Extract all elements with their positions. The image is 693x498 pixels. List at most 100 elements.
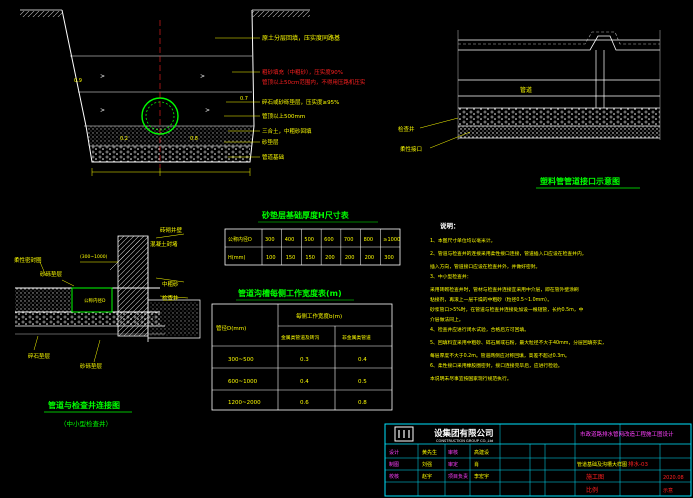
well-detail: (300~1000) 砖砌井壁 混凝土封堵 柔性密封圈 砂砾垫层 中粗砂 检查井… — [14, 226, 201, 428]
tb-name2: 肖 — [474, 461, 479, 468]
connection-detail: 管道 检查井 柔性接口 塑料管管道接口示意图 — [398, 30, 661, 189]
trench-label: 管顶以上50cm范围内，不得用压路机压实 — [262, 78, 366, 86]
col-header: 每侧工作宽度b(m) — [296, 312, 342, 320]
trench-label: 三合土，中粗砂回填 — [262, 127, 312, 135]
stage: 施工图 — [586, 473, 604, 481]
tb-name2: 李宏宇 — [474, 473, 489, 480]
notes-heading: 说明： — [440, 221, 460, 230]
company-name: 设集团有限公司 — [434, 428, 494, 439]
detail-title: 塑料管管道接口示意图 — [540, 176, 620, 186]
sand-row-header: H(mm) — [228, 255, 245, 261]
sand-dn-cell: 600 — [324, 237, 334, 243]
tb-name2: 高建设 — [474, 449, 489, 456]
note-line: 砂浆管口>5%时，在管道与检查井连接处加设一根短管，长约0.5m，中 — [430, 306, 584, 313]
sand-dn-cell: 400 — [285, 237, 295, 243]
sand-h-cell: 150 — [286, 255, 296, 261]
scale-value: 示意 — [663, 487, 673, 494]
svg-text:>: > — [100, 107, 105, 114]
well-label: 砖砌井壁 — [160, 226, 183, 234]
svg-text:>: > — [205, 107, 210, 114]
note-line: 2、管道与检查井的连接采用柔性接口连接，管道插入口应设在检查井内， — [430, 250, 587, 257]
width-row-dn: 300~500 — [228, 357, 254, 363]
well-label: 公称内径D — [84, 297, 106, 304]
sand-h-cell: 200 — [365, 255, 375, 261]
well-label: 混凝土封堵 — [150, 240, 178, 248]
dim-text: 0.2 — [120, 136, 128, 142]
sand-dn-cell: ≥1000 — [383, 237, 400, 243]
sand-dn-cell: 700 — [344, 237, 354, 243]
col-header: 金属类管道及砖沟 — [281, 334, 320, 341]
width-row-b: 0.5 — [358, 379, 367, 385]
well-label: 砂砾垫层 — [40, 270, 63, 278]
drawing-no: 排水-03 — [628, 460, 648, 468]
well-label: 碎石垫层 — [28, 352, 51, 360]
tb-role: 校核 — [389, 473, 399, 480]
company-logo — [394, 426, 414, 442]
sand-h-cell: 200 — [325, 255, 335, 261]
trench-label: 管道基础 — [262, 153, 285, 161]
sand-row-header: 公称内径D — [228, 236, 252, 243]
well-title: 管道与检查井连接图 — [48, 400, 120, 410]
scale-label: 比例 — [586, 486, 598, 494]
note-line: 插入方向，管道接口应设在检查井外，并做好密封。 — [430, 263, 540, 270]
tb-name: 赵宇 — [422, 473, 432, 480]
trench-label: 原土分层回填，压实度同路基 — [262, 34, 340, 42]
width-row-b: 0.4 — [358, 357, 367, 363]
dim-text: 0.7 — [240, 96, 248, 102]
tb-name: 黄先生 — [422, 449, 437, 456]
dim-text: 0.8 — [190, 136, 198, 142]
sand-table-title: 砂垫层基础厚度H尺寸表 — [261, 210, 350, 220]
width-row-a: 0.4 — [300, 379, 309, 385]
tb-name: 刘强 — [422, 461, 432, 468]
well-subtitle: （中小型检查井） — [60, 419, 112, 428]
dim-text: 0.9 — [74, 78, 82, 84]
sand-h-cell: 150 — [305, 255, 315, 261]
tb-role: 设计 — [389, 449, 399, 456]
svg-text:>: > — [200, 73, 205, 80]
col-header: 管径D(mm) — [216, 324, 246, 332]
title-block: 设集团有限公司 CONSTRUCTION GROUP CO.,Ltd 市政道路排… — [384, 423, 692, 497]
svg-text:>: > — [100, 73, 105, 80]
tb-role: 制图 — [389, 461, 399, 468]
width-row-a: 0.3 — [300, 357, 309, 363]
well-label: 检查井 — [162, 294, 179, 302]
drawing-name: 管道基础及沟槽大样图 — [577, 461, 627, 468]
note-line: 5、回填料宜采用中粗砂、碎石屑或石粉，最大粒径不大于40mm，分层回填夯实， — [430, 339, 607, 346]
sand-h-cell: 300 — [384, 255, 394, 261]
note-line: 介层做法同上。 — [430, 316, 464, 323]
detail-label: 管道 — [520, 86, 532, 94]
note-line: 3、中小型检查井： — [430, 273, 471, 280]
trench-label: 碎石或砂砾垫层，压实度≥95% — [262, 98, 339, 106]
width-row-b: 0.8 — [358, 400, 367, 406]
note-line: 粘接剂，再滚上一层干燥的中粗砂（粒径0.5~1.0mm）。 — [430, 296, 552, 303]
trench-label: 粗砂填充（中粗砂），压实度90% — [262, 68, 343, 76]
note-line: 本说明未尽事宜按国家现行规范执行。 — [430, 375, 512, 382]
width-row-dn: 600~1000 — [228, 379, 258, 385]
width-table: 管道沟槽每侧工作宽度表(m) 管径D(mm) 每侧工作宽度b(m) 金属类管道及… — [211, 288, 393, 411]
well-label: 柔性密封圈 — [14, 256, 42, 264]
sand-h-cell: 200 — [345, 255, 355, 261]
tb-role2: 审定 — [448, 461, 458, 468]
detail-label: 检查井 — [398, 125, 415, 133]
col-header: 非金属类管道 — [342, 334, 371, 341]
trench-section: > > > > 0.2 0.9 0.8 0.7 原土分层回填，压实度同路基 粗砂… — [20, 9, 366, 176]
note-line: 4、检查井应进行闭水试验，合格后方可回填。 — [430, 326, 529, 333]
well-label: 砂砾垫层 — [80, 362, 103, 370]
note-line: 采用砖砌检查井时，管材与检查井连接宜采用中介层，即在管外壁涂刷 — [430, 286, 579, 293]
note-line: 1、本图尺寸单位均以毫米计。 — [430, 237, 495, 244]
width-table-title: 管道沟槽每侧工作宽度表(m) — [238, 288, 342, 298]
note-line: 6、柔性接口采用橡胶圈密封，接口连接完毕后，应进行检验。 — [430, 362, 563, 369]
well-dim: (300~1000) — [80, 254, 108, 260]
trench-label: 管顶以上500mm — [262, 112, 305, 120]
well-label: 中粗砂 — [162, 280, 179, 288]
sand-h-cell: 100 — [266, 255, 276, 261]
note-line: 每层厚度不大于0.2m。管道两侧应对称回填，高差不超过0.3m。 — [430, 352, 570, 359]
width-row-a: 0.6 — [300, 400, 309, 406]
company-name-en: CONSTRUCTION GROUP CO.,Ltd — [436, 439, 493, 443]
sand-dn-cell: 800 — [364, 237, 374, 243]
detail-label: 柔性接口 — [400, 145, 422, 153]
project-title: 市政道路排水管网改造工程施工图设计 — [580, 430, 674, 438]
date: 2020.08 — [663, 475, 684, 481]
